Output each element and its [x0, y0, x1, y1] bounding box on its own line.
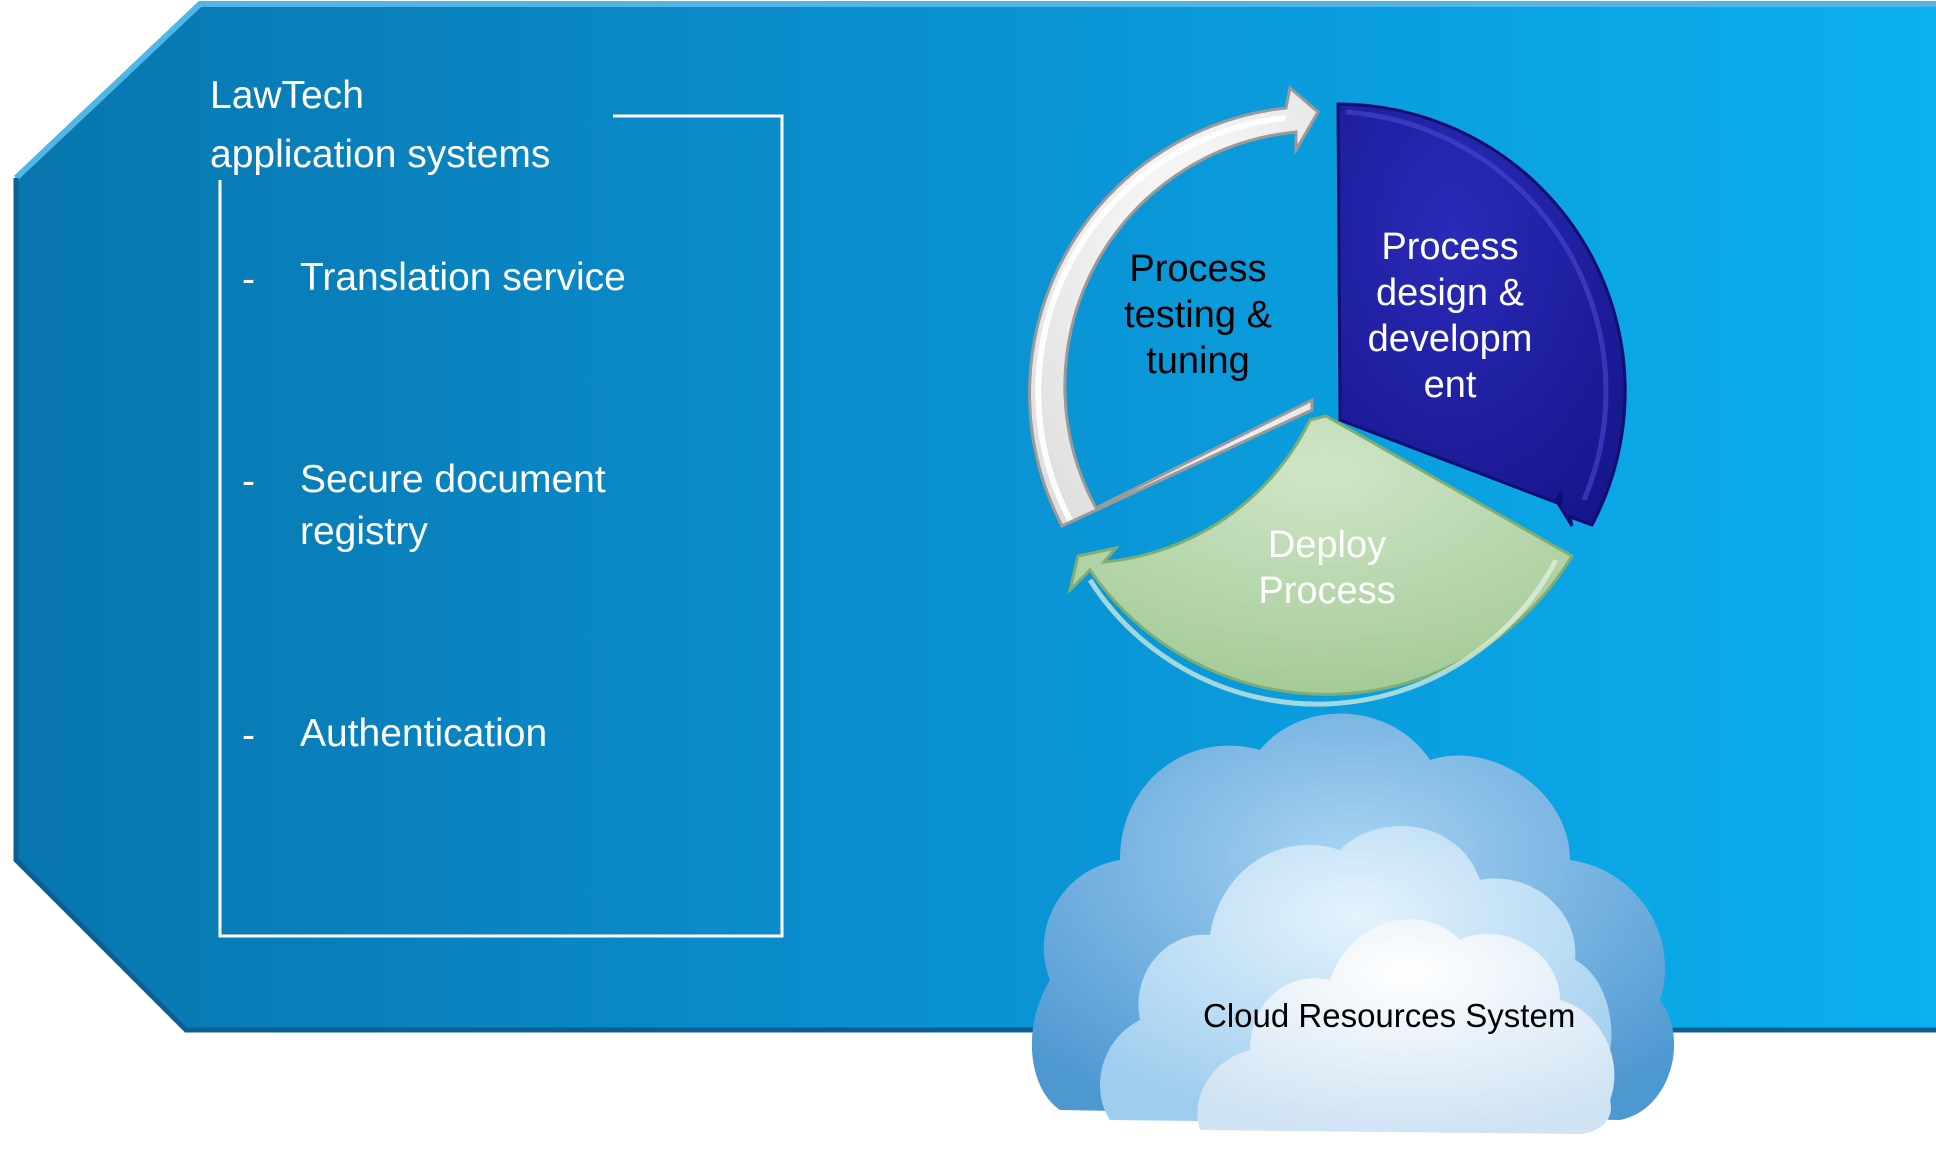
bullet-dash: -	[242, 258, 255, 301]
cycle-label-testing: Process testing & tuning	[1124, 248, 1272, 382]
system-item-authentication: Authentication	[300, 712, 548, 755]
cycle-segment-design	[1336, 102, 1627, 527]
cycle-label-design: Process design & developm ent	[1367, 226, 1533, 406]
bullet-dash: -	[242, 714, 255, 757]
systems-title: LawTech application systems	[210, 74, 551, 176]
system-item-secure-document-registry: Secure document registry	[300, 458, 606, 553]
process-cycle	[1028, 85, 1627, 707]
cycle-segment-testing	[1028, 85, 1320, 528]
systems-bracket	[218, 114, 784, 938]
cloud-label: Cloud Resources System	[1203, 997, 1576, 1034]
cycle-label-deploy: Deploy Process	[1258, 524, 1396, 612]
cloud-icon	[1031, 713, 1675, 1134]
bullet-dash: -	[242, 460, 255, 503]
system-item-translation-service: Translation service	[300, 256, 626, 299]
